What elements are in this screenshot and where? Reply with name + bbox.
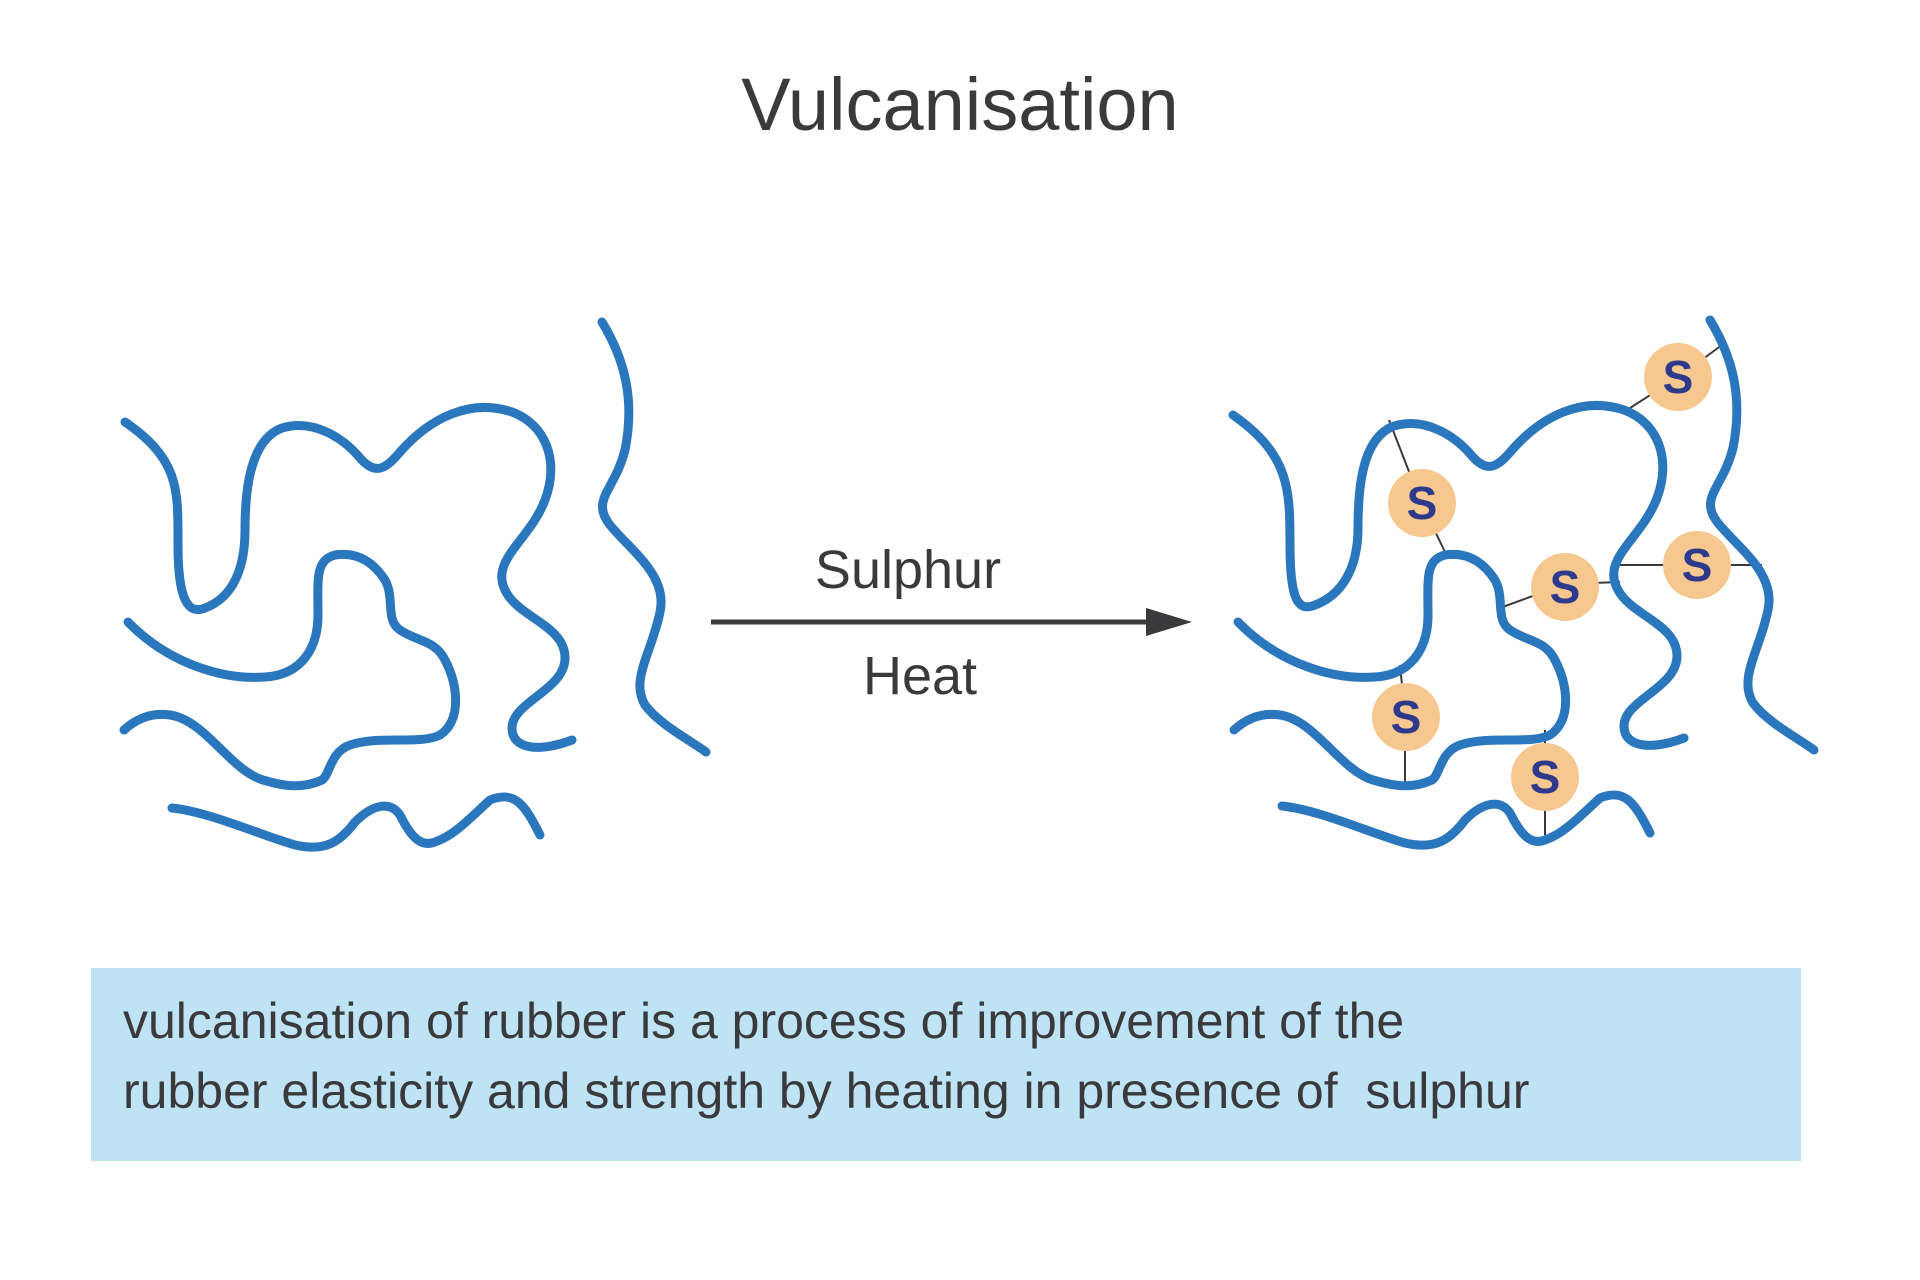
sulphur-atom: S [1531, 553, 1599, 621]
vulcanised-rubber-chains: S S S S S S [1228, 315, 1819, 850]
sulphur-atom: S [1372, 683, 1440, 751]
caption-line-1: vulcanisation of rubber is a process of … [123, 993, 1405, 1049]
sulphur-atom-label: S [1407, 477, 1438, 529]
sulphur-atom-label: S [1530, 751, 1561, 803]
raw-chain-1 [120, 403, 577, 752]
sulphur-atom: S [1388, 469, 1456, 537]
sulphur-atom-label: S [1550, 561, 1581, 613]
raw-rubber-chains [119, 317, 711, 852]
arrow-label-heat: Heat [863, 646, 977, 706]
cured-chain-4 [1277, 790, 1655, 850]
cured-chain-1 [1228, 401, 1689, 750]
sulphur-atom: S [1511, 743, 1579, 811]
raw-chain-2 [597, 317, 711, 757]
arrow-head [1146, 608, 1192, 636]
diagram-title: Vulcanisation [741, 63, 1179, 146]
cured-chain-2 [1705, 315, 1819, 755]
raw-chain-4 [167, 792, 545, 852]
definition-caption-box: vulcanisation of rubber is a process of … [91, 968, 1801, 1161]
reaction-arrow: Sulphur Heat [711, 540, 1192, 706]
sulphur-atom: S [1663, 531, 1731, 599]
sulphur-atom: S [1644, 343, 1712, 411]
arrow-label-sulphur: Sulphur [815, 540, 1001, 600]
sulphur-atom-label: S [1663, 351, 1694, 403]
cured-chain-3 [1229, 549, 1571, 791]
sulphur-atom-label: S [1391, 691, 1422, 743]
caption-line-2: rubber elasticity and strength by heatin… [123, 1063, 1530, 1119]
raw-chain-3 [119, 549, 461, 791]
sulphur-atom-label: S [1682, 539, 1713, 591]
